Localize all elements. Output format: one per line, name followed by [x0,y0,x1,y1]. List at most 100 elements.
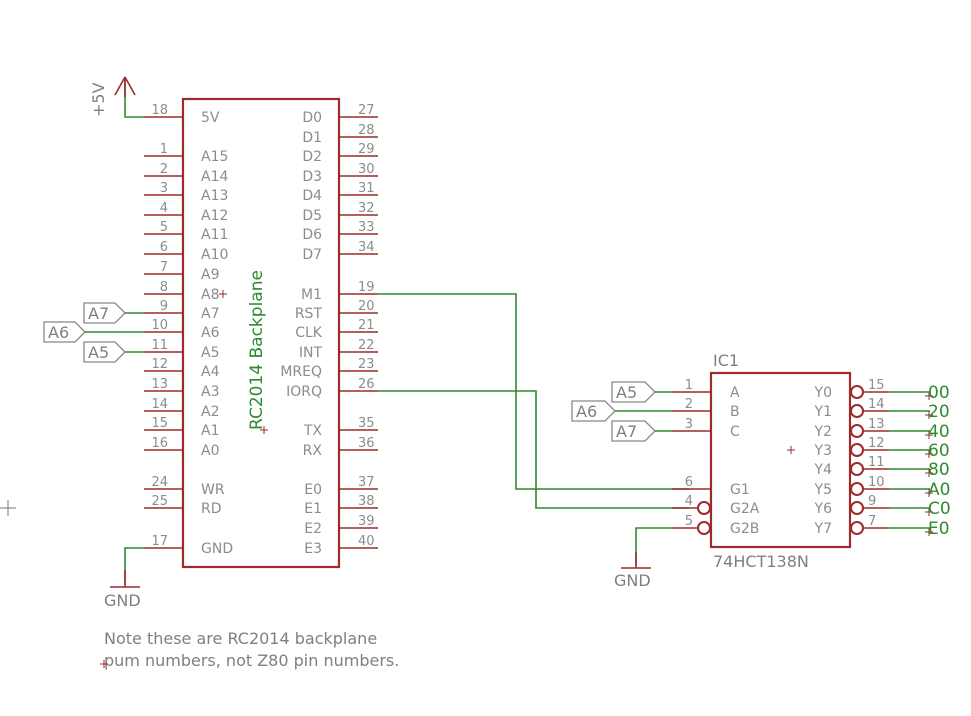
pin-number: 30 [358,162,375,177]
note-text: Note these are RC2014 backplane pum numb… [100,629,399,670]
pin-number: 31 [358,181,375,196]
gnd-left-symbol[interactable]: GND [104,547,144,610]
pin-number: 34 [358,240,375,255]
ic1-body[interactable] [709,371,852,549]
pin-name: WR [201,482,225,498]
pin-name: Y0 [814,385,832,401]
pin-number: 1 [160,142,168,157]
svg-text:A7: A7 [616,422,637,441]
backplane-body[interactable] [181,97,341,569]
pin-number: 12 [151,357,168,372]
pin-number: 4 [160,201,168,216]
net-flag-bp-a6[interactable]: A6 [43,321,144,343]
pin-name: A2 [201,404,219,420]
pin-name: CLK [295,325,323,341]
pin-name: E1 [304,501,322,517]
pin-number: 12 [868,436,885,451]
pin-name: E2 [304,521,322,537]
pin-number: 6 [685,475,693,490]
backplane-pin-a2[interactable]: 14 A2 [144,397,219,420]
pin-number: 14 [151,397,168,412]
net-flag-bp-a5[interactable]: A5 [83,341,144,363]
pin-number: 2 [160,162,168,177]
pin-number: 2 [685,397,693,412]
output-address-label: 00 [928,383,950,403]
net-flag-ic-a7[interactable]: A7 [611,420,672,442]
wire-iorq-to-g2a[interactable] [378,390,689,509]
gnd-left-label: GND [104,591,141,610]
pin-name: Y1 [814,404,832,420]
net-flag-bp-a7[interactable]: A7 [83,302,144,324]
pin-number: 10 [151,318,168,333]
pin-name: C [730,424,740,440]
inversion-bubble [850,404,864,418]
net-flag-ic-a6[interactable]: A6 [571,400,672,422]
gnd-right-symbol[interactable]: GND [614,527,672,590]
pin-number: 6 [160,240,168,255]
vcc-supply-symbol[interactable]: +5V [89,76,144,118]
pin-number: 23 [358,357,375,372]
ic1-name: IC1 [713,351,739,370]
inversion-bubble [850,482,864,496]
svg-text:A7: A7 [88,304,109,323]
net-flag-ic-a5[interactable]: A5 [611,381,672,403]
pin-name: TX [303,423,323,439]
